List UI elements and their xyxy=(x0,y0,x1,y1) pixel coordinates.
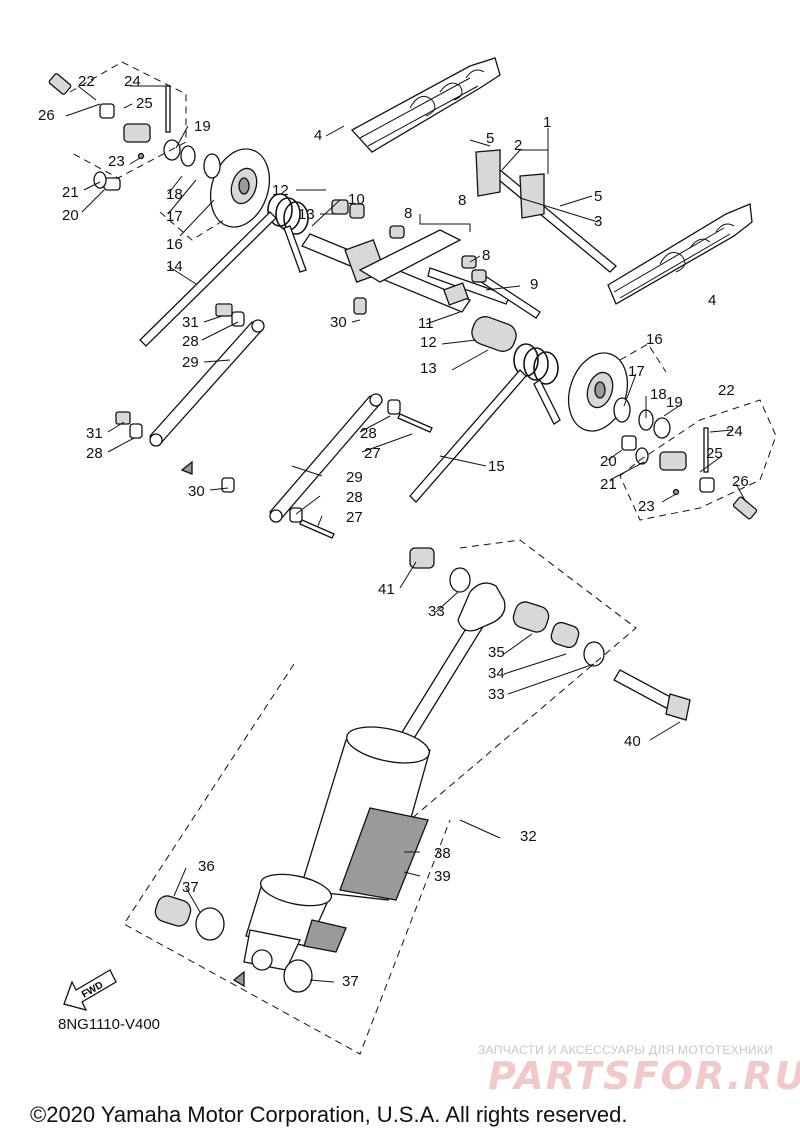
callout-24: 24 xyxy=(124,73,141,90)
right-idler-wheel xyxy=(567,352,671,439)
right-rail xyxy=(607,203,753,305)
callout-labels: 1 2 3 4 4 5 5 8 8 8 9 10 11 12 12 13 13 … xyxy=(38,73,749,990)
right-bracket-parts xyxy=(621,427,758,520)
callout-19b: 19 xyxy=(666,394,683,411)
callout-38: 38 xyxy=(434,845,451,862)
callout-9: 9 xyxy=(530,276,538,293)
callout-8b: 8 xyxy=(482,247,490,264)
callout-33: 33 xyxy=(428,603,445,620)
callout-20b: 20 xyxy=(600,453,617,470)
callout-10: 10 xyxy=(348,191,365,208)
diagram-code: 8NG1110-V400 xyxy=(58,1016,161,1033)
callout-12: 12 xyxy=(272,182,289,199)
callout-15: 15 xyxy=(488,458,505,475)
callout-18: 18 xyxy=(166,186,183,203)
callout-22b: 22 xyxy=(718,382,735,399)
callout-35: 35 xyxy=(488,644,505,661)
callout-13b: 13 xyxy=(420,360,437,377)
right-torsion-spring xyxy=(409,343,561,503)
callout-3: 3 xyxy=(594,213,602,230)
callout-13: 13 xyxy=(298,206,315,223)
left-idler-wheel xyxy=(163,139,271,228)
callout-17b: 17 xyxy=(628,363,645,380)
callout-31b: 31 xyxy=(86,425,103,442)
callout-25: 25 xyxy=(136,95,153,112)
callout-27: 27 xyxy=(364,445,381,462)
callout-27b: 27 xyxy=(346,509,363,526)
callout-5: 5 xyxy=(486,130,494,147)
callout-20: 20 xyxy=(62,207,79,224)
callout-28c: 28 xyxy=(360,425,377,442)
callout-23b: 23 xyxy=(638,498,655,515)
fwd-arrow-icon: FWD xyxy=(63,969,117,1012)
left-bracket-parts xyxy=(48,73,171,191)
watermark-caption: ЗАПЧАСТИ И АКСЕССУАРЫ ДЛЯ МОТОТЕХНИКИ xyxy=(478,1043,774,1057)
callout-14: 14 xyxy=(166,258,183,275)
callout-29b: 29 xyxy=(346,469,363,486)
callout-11: 11 xyxy=(418,315,434,332)
callout-28: 28 xyxy=(182,333,199,350)
callout-2: 2 xyxy=(514,137,522,154)
callout-30b: 30 xyxy=(188,483,205,500)
callout-21: 21 xyxy=(62,184,79,201)
callout-31: 31 xyxy=(182,314,199,331)
callout-8: 8 xyxy=(404,205,412,222)
callout-26b: 26 xyxy=(732,473,749,490)
callout-39: 39 xyxy=(434,868,451,885)
callout-19: 19 xyxy=(194,118,211,135)
callout-4b: 4 xyxy=(708,292,716,309)
callout-40: 40 xyxy=(624,733,641,750)
watermark-logo: PARTSFOR.RU xyxy=(488,1054,800,1098)
callout-33b: 33 xyxy=(488,686,505,703)
shock-absorber xyxy=(232,582,506,988)
callout-26: 26 xyxy=(38,107,55,124)
copyright-notice: ©2020 Yamaha Motor Corporation, U.S.A. A… xyxy=(30,1102,628,1127)
callout-6: 8 xyxy=(458,192,466,209)
callout-36: 36 xyxy=(198,858,215,875)
callout-23: 23 xyxy=(108,153,125,170)
callout-24b: 24 xyxy=(726,423,743,440)
callout-37: 37 xyxy=(182,879,199,896)
group-boxes xyxy=(69,61,777,1055)
upper-shaft xyxy=(301,149,617,352)
callout-37b: 37 xyxy=(342,973,359,990)
callout-22: 22 xyxy=(78,73,95,90)
callout-29: 29 xyxy=(182,354,199,371)
callout-16: 16 xyxy=(166,236,183,253)
callout-12b: 12 xyxy=(420,334,437,351)
callout-28d: 28 xyxy=(346,489,363,506)
callout-4: 4 xyxy=(314,127,322,144)
fwd-label: FWD xyxy=(80,980,105,1001)
callout-21b: 21 xyxy=(600,476,617,493)
callout-18b: 18 xyxy=(650,386,667,403)
callout-5b: 5 xyxy=(594,188,602,205)
callout-1: 1 xyxy=(543,114,551,131)
callout-34: 34 xyxy=(488,665,505,682)
callout-25b: 25 xyxy=(706,445,723,462)
link-arms xyxy=(115,303,433,539)
callout-28b: 28 xyxy=(86,445,103,462)
shock-bushings xyxy=(154,547,691,993)
left-rail xyxy=(350,57,501,153)
left-torsion-spring xyxy=(139,193,309,347)
leader-lines xyxy=(65,85,747,983)
callout-41: 41 xyxy=(378,581,395,598)
callout-32: 32 xyxy=(520,828,537,845)
callout-30: 30 xyxy=(330,314,347,331)
callout-17: 17 xyxy=(166,208,183,225)
callout-16b: 16 xyxy=(646,331,663,348)
